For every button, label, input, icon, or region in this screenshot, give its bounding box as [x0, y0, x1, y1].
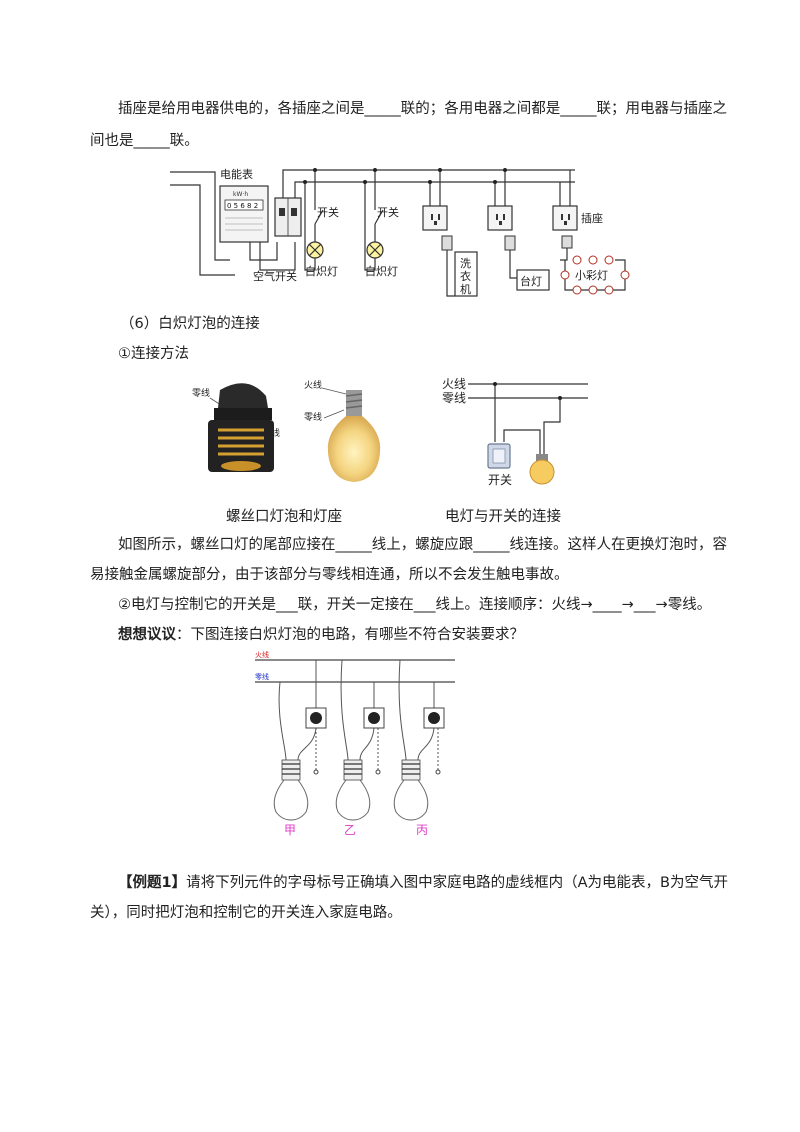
bulb-illustration: 火线 零线	[304, 379, 381, 482]
paragraph-screw-line2: 易接触金属螺旋部分，由于该部分与零线相连通，所以不会发生触电事故。	[90, 567, 569, 583]
paragraph-sockets-line1: 插座是给用电器供电的，各插座之间是_____联的；各用电器之间都是_____联；…	[118, 101, 727, 117]
section6-heading: （6）白炽灯泡的连接	[120, 316, 260, 332]
washer-char2: 衣	[460, 269, 471, 283]
discussion-label: 想想议议	[118, 627, 176, 643]
diagram-neutral-label: 零线	[442, 391, 466, 405]
fig3-neutral-label: 零线	[255, 672, 269, 681]
lamp2-label: 白炽灯	[365, 264, 398, 278]
air-switch-label: 空气开关	[253, 269, 297, 283]
paragraph-sockets-line2: 间也是_____联。	[90, 133, 199, 149]
switch1-symbol	[314, 209, 324, 225]
socket-label: 插座	[581, 211, 603, 225]
desk-lamp	[516, 269, 550, 291]
socket3	[552, 205, 578, 231]
desk-lamp-label: 台灯	[520, 274, 542, 288]
meter-digits: 0 5 6 8 2	[227, 202, 258, 210]
switch1-label: 开关	[317, 205, 339, 219]
washer-char1: 洗	[460, 257, 471, 270]
socket2	[487, 205, 513, 231]
washer-char3: 机	[460, 282, 471, 296]
switch2-symbol	[374, 209, 384, 225]
socket-neutral-label: 零线	[192, 387, 210, 399]
bulb-neutral-label: 零线	[304, 411, 322, 423]
caption-socket-bulb: 螺丝口灯泡和灯座	[226, 509, 342, 525]
lamp-label-yi: 乙	[344, 823, 356, 837]
bulb-live-label: 火线	[304, 379, 322, 391]
fig3-live-label: 火线	[255, 650, 269, 659]
meter-title: 电能表	[220, 167, 253, 181]
lamp-label-jia: 甲	[284, 823, 296, 837]
household-circuit-diagram: 电能表 kW·h 0 5 6 8 2 空气开关 开关 开关 白炽灯 白炽灯 插座…	[170, 167, 630, 297]
switch2-label: 开关	[377, 205, 399, 219]
caption-lamp-switch: 电灯与开关的连接	[445, 509, 561, 525]
paragraph-screw-line1: 如图所示，螺丝口灯的尾部应接在_____线上，螺旋应跟_____线连接。这样人在…	[118, 537, 727, 553]
electric-meter	[219, 185, 269, 243]
meter-unit: kW·h	[233, 191, 248, 198]
lamp-switch-diagram: 火线 零线 开关	[442, 377, 588, 487]
discussion-line: 想想议议：下图连接白炽灯泡的电路，有哪些不符合安装要求？	[118, 624, 524, 646]
lamp-label-bing: 丙	[416, 823, 428, 837]
discussion-text: ：下图连接白炽灯泡的电路，有哪些不符合安装要求？	[176, 627, 524, 643]
socket1	[422, 205, 448, 231]
example-line2: 关），同时把灯泡和控制它的开关连入家庭电路。	[90, 905, 402, 921]
washing-machine	[454, 251, 478, 297]
diagram-switch-label: 开关	[488, 473, 512, 487]
diagram-bulb	[529, 459, 555, 485]
section6-sub1: ①连接方法	[118, 346, 189, 362]
lamp1-label: 白炽灯	[305, 264, 338, 278]
example-text1: 请将下列元件的字母标号正确填入图中家庭电路的虚线框内（A为电能表，B为空气开	[186, 875, 728, 891]
lamp-socket-illustration: 零线 火线	[192, 383, 280, 472]
mini-lights-label: 小彩灯	[575, 269, 608, 282]
paragraph-switch-line: ②电灯与控制它的开关是___联，开关一定接在___线上。连接顺序：火线→____…	[118, 597, 712, 613]
example-line1: 【例题1】请将下列元件的字母标号正确填入图中家庭电路的虚线框内（A为电能表，B为…	[118, 872, 728, 894]
diagram-live-label: 火线	[442, 377, 466, 391]
example-label: 【例题1】	[118, 875, 187, 891]
three-lamp-circuits-diagram: 火线 零线 甲 乙 丙	[255, 650, 455, 837]
